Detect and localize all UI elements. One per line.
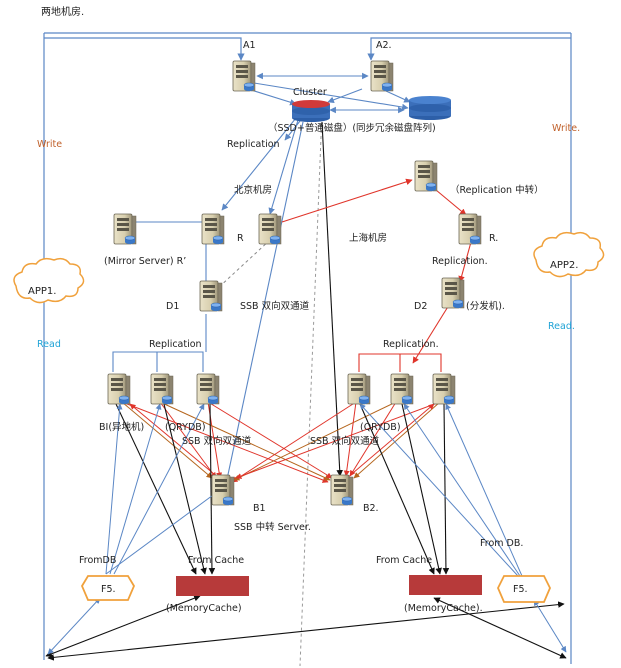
label-bi-remote: BI(异地机) — [99, 422, 145, 433]
server-icon — [432, 373, 456, 405]
server-icon — [232, 60, 256, 92]
label-app1: APP1. — [28, 286, 57, 297]
label-read-left: Read — [37, 339, 61, 350]
label-mirror-server: (Mirror Server) R’ — [104, 256, 187, 267]
f5-box-left — [80, 575, 136, 601]
page-title: 两地机房. — [41, 7, 85, 18]
ssb-cross-links — [121, 401, 441, 485]
label-d1: D1 — [166, 301, 180, 312]
label-d2: D2 — [414, 301, 428, 312]
server-icon — [201, 213, 225, 245]
outer-frame — [43, 32, 572, 664]
label-write-left: Write — [37, 139, 63, 150]
server-icon — [107, 373, 131, 405]
label-r-left: R — [237, 233, 244, 244]
label-from-cache-left: From Cache — [188, 555, 245, 566]
cloud-icon — [13, 257, 85, 304]
relay-path — [281, 178, 472, 372]
server-icon — [441, 277, 465, 309]
label-memcache-right: (MemoryCache). — [404, 603, 483, 614]
label-shanghai: 上海机房 — [349, 233, 388, 244]
label-b2: B2. — [363, 503, 379, 514]
label-memcache-left: (MemoryCache) — [166, 603, 242, 614]
label-ssb-channel-left: SSB 双向双通道 — [182, 436, 252, 447]
cluster-to-b2 — [321, 121, 343, 477]
disk-array-icon — [292, 100, 330, 122]
label-cluster: Cluster — [293, 87, 327, 98]
label-replication-top: Replication — [227, 139, 280, 150]
label-replication-mid-right: Replication. — [383, 339, 439, 350]
label-a2: A2. — [376, 40, 392, 51]
cloud-icon — [533, 231, 605, 278]
server-icon — [458, 213, 482, 245]
label-from-db-left: FromDB — [79, 555, 117, 566]
cache-links — [45, 403, 567, 661]
label-disk-note: （SSD+普通磁盘）(同步冗余磁盘阵列) — [268, 123, 436, 134]
server-icon — [370, 60, 394, 92]
server-icon — [330, 474, 354, 506]
server-icon — [347, 373, 371, 405]
cluster-links — [247, 72, 411, 114]
label-beijing: 北京机房 — [234, 185, 273, 196]
write-arrows-top — [44, 37, 571, 61]
label-distributor: (分发机). — [466, 301, 505, 312]
memory-cache-block — [409, 575, 482, 595]
label-app2: APP2. — [550, 260, 579, 271]
label-from-db-right: From DB. — [480, 538, 524, 549]
server-icon — [150, 373, 174, 405]
mirror-dashed — [217, 239, 271, 289]
server-icon — [211, 474, 235, 506]
label-read-right: Read. — [548, 321, 575, 332]
label-qrydb-right: (QRYDB) — [360, 422, 401, 433]
label-replication-mid-left: Replication — [149, 339, 202, 350]
memory-cache-block — [176, 576, 249, 596]
label-qrydb-left: (QRYDB) — [165, 422, 206, 433]
f5-box-right — [497, 575, 551, 603]
server-icon — [199, 280, 223, 312]
server-icon — [258, 213, 282, 245]
dashed-divider — [299, 111, 323, 667]
label-f5-left: F5. — [101, 584, 116, 595]
label-replication-right: Replication. — [432, 256, 488, 267]
fromdb-links — [47, 403, 567, 655]
server-icon — [390, 373, 414, 405]
server-icon — [113, 213, 137, 245]
label-ssb-relay-server: SSB 中转 Server. — [234, 522, 311, 533]
label-write-right: Write. — [552, 123, 581, 134]
replication-bracket-left — [112, 314, 207, 372]
server-icon — [196, 373, 220, 405]
label-a1: A1 — [243, 40, 256, 51]
label-r-right: R. — [489, 233, 499, 244]
server-icon — [414, 160, 438, 192]
disk-array-icon — [409, 96, 451, 120]
label-f5-right: F5. — [513, 584, 528, 595]
label-replication-relay: （Replication 中转） — [450, 185, 544, 196]
label-ssb-channel-top: SSB 双向双通道 — [240, 301, 310, 312]
label-b1: B1 — [253, 503, 266, 514]
label-from-cache-right: From Cache — [376, 555, 433, 566]
label-ssb-channel-right: SSB 双向双通道 — [310, 436, 380, 447]
